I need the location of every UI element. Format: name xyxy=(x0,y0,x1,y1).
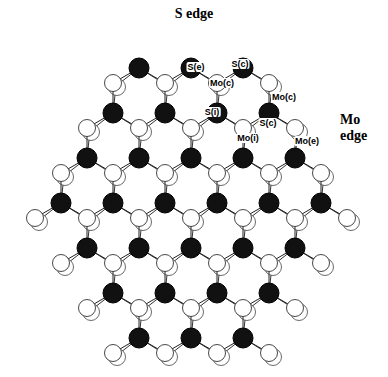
molybdenum-atom xyxy=(207,193,227,213)
sulfur-atom xyxy=(157,75,174,92)
sulfur-atom xyxy=(261,345,278,362)
sulfur-atom xyxy=(131,210,148,227)
molybdenum-atom xyxy=(285,238,305,258)
sulfur-atom xyxy=(53,165,70,182)
molybdenum-atom xyxy=(207,283,227,303)
title: S edge xyxy=(0,6,388,22)
molybdenum-atom xyxy=(233,328,253,348)
sulfur-atom xyxy=(313,255,330,272)
molybdenum-atom xyxy=(181,328,201,348)
sulfur-atom xyxy=(105,255,122,272)
sulfur-atom xyxy=(183,210,200,227)
sulfur-atom xyxy=(157,165,174,182)
atom-label: Mo(e) xyxy=(294,136,320,146)
molybdenum-atom xyxy=(103,103,123,123)
molybdenum-atom xyxy=(129,238,149,258)
molybdenum-atom xyxy=(51,193,71,213)
sulfur-atom xyxy=(209,165,226,182)
molybdenum-atom xyxy=(181,148,201,168)
sulfur-atom xyxy=(53,255,70,272)
sulfur-atom xyxy=(261,75,278,92)
atom-label: Mo(c) xyxy=(271,92,297,102)
molybdenum-atom xyxy=(285,148,305,168)
atom-label: S(e) xyxy=(186,62,205,72)
sulfur-atom xyxy=(79,210,96,227)
sulfur-atom xyxy=(105,75,122,92)
sulfur-atom xyxy=(287,120,304,137)
molybdenum-atom xyxy=(233,238,253,258)
sulfur-atom xyxy=(131,120,148,137)
sulfur-atom xyxy=(183,120,200,137)
molybdenum-atom xyxy=(311,193,331,213)
molybdenum-atom xyxy=(103,193,123,213)
sulfur-atom xyxy=(79,120,96,137)
sulfur-atom xyxy=(157,255,174,272)
molybdenum-atom xyxy=(181,238,201,258)
sulfur-atom xyxy=(157,345,174,362)
sulfur-atom xyxy=(183,300,200,317)
molybdenum-atom xyxy=(129,148,149,168)
sulfur-atom xyxy=(313,165,330,182)
sulfur-atom xyxy=(209,345,226,362)
sulfur-atom xyxy=(105,345,122,362)
molybdenum-atom xyxy=(155,283,175,303)
sulfur-atom xyxy=(235,210,252,227)
atom-label: S(i) xyxy=(204,107,221,117)
molybdenum-atom xyxy=(233,148,253,168)
molybdenum-atom xyxy=(259,193,279,213)
sulfur-atom xyxy=(105,165,122,182)
sulfur-atom xyxy=(79,300,96,317)
sulfur-atom xyxy=(261,255,278,272)
molybdenum-atom xyxy=(155,103,175,123)
molybdenum-atom xyxy=(129,328,149,348)
sulfur-atom xyxy=(287,300,304,317)
atom-label: Mo(i) xyxy=(236,133,260,143)
molybdenum-atom xyxy=(155,193,175,213)
sulfur-atom xyxy=(209,255,226,272)
bonds xyxy=(38,68,350,356)
sulfur-atom xyxy=(339,210,356,227)
atom-label: S(c) xyxy=(258,118,277,128)
atom-label: S(c) xyxy=(230,59,249,69)
molybdenum-atom xyxy=(129,58,149,78)
molybdenum-atom xyxy=(259,283,279,303)
sulfur-atom xyxy=(287,210,304,227)
sulfur-atom xyxy=(27,210,44,227)
sulfur-atom xyxy=(131,300,148,317)
molybdenum-atom xyxy=(103,283,123,303)
edge-name: Mo edge xyxy=(340,112,380,144)
molybdenum-atom xyxy=(77,238,97,258)
molybdenum-atom xyxy=(77,148,97,168)
sulfur-atom xyxy=(261,165,278,182)
atom-label: Mo(c) xyxy=(209,78,235,88)
sulfur-atom xyxy=(235,300,252,317)
